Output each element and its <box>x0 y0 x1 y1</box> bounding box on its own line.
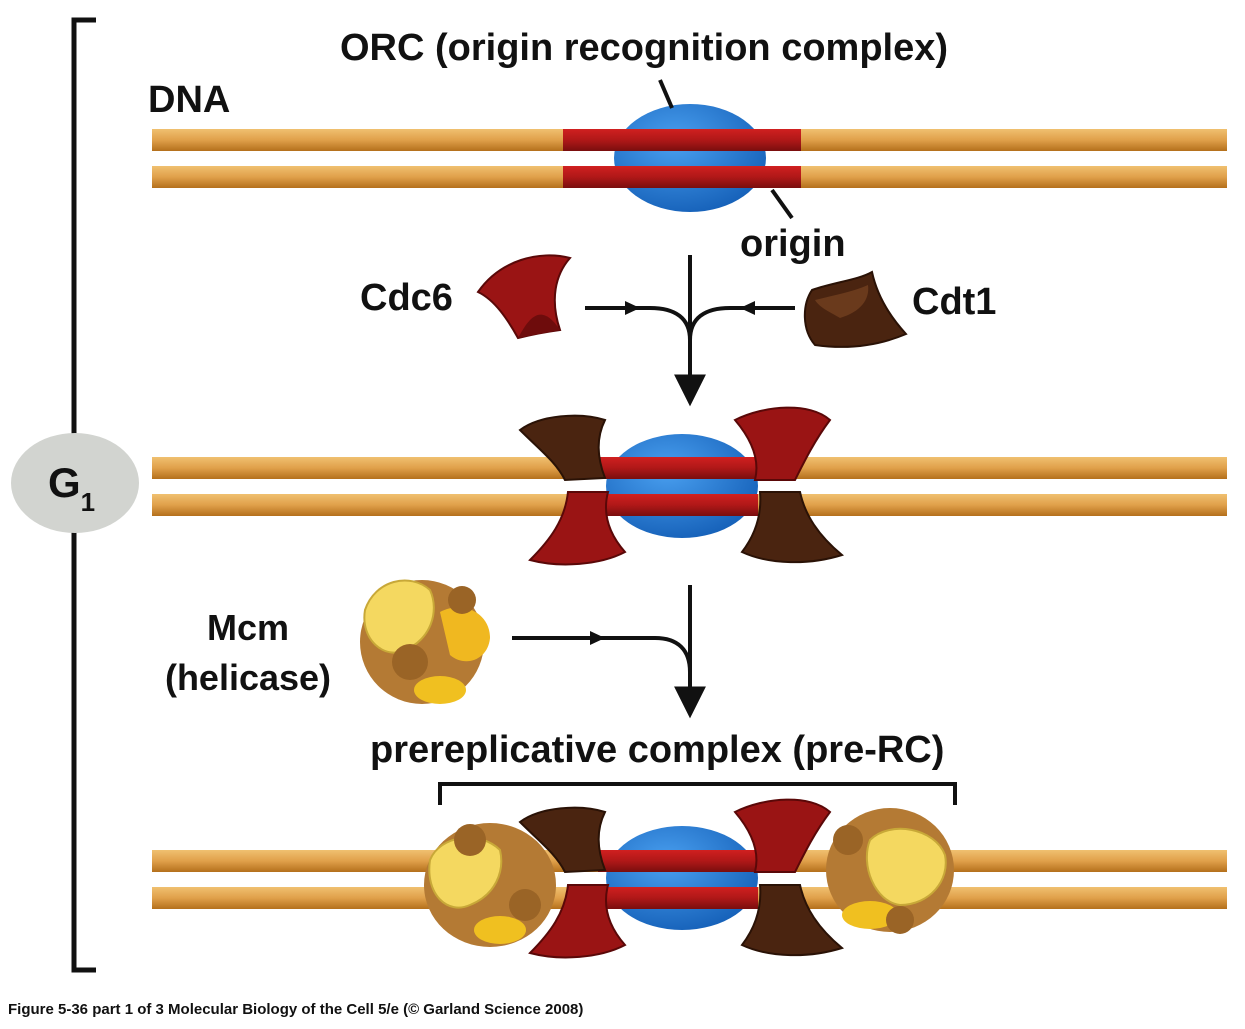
cdc6-protein <box>476 254 572 340</box>
cdc6-lower-left <box>528 491 627 566</box>
phase-bubble <box>11 433 139 533</box>
mcm-left <box>424 823 556 947</box>
row-prerc <box>152 798 1227 959</box>
figure-caption: Figure 5-36 part 1 of 3 Molecular Biolog… <box>8 1001 583 1018</box>
cdc6-label: Cdc6 <box>360 277 453 319</box>
cdc6-upper-right-3 <box>733 798 832 873</box>
origin-bottom-2 <box>598 494 758 516</box>
mcm-right <box>826 808 954 934</box>
dna-label: DNA <box>148 79 230 121</box>
orc-leader-line <box>658 79 674 109</box>
origin-bottom-3 <box>598 887 758 909</box>
cdt1-upper-left-3 <box>518 806 607 874</box>
cdc6-lower-left-3 <box>528 884 627 959</box>
join-arrows-1 <box>585 255 795 407</box>
phase-badge: G1 <box>11 433 139 533</box>
cdt1-lower-right <box>740 491 845 564</box>
cdt1-lower-right-3 <box>740 884 845 957</box>
mcm-label: Mcm <box>207 607 289 648</box>
orc-protein-3 <box>606 826 758 930</box>
prerc-label: prereplicative complex (pre-RC) <box>370 729 944 771</box>
origin-top-3 <box>598 850 758 872</box>
origin-label: origin <box>740 223 846 265</box>
origin-segment-top <box>563 129 801 151</box>
cdc6-upper-right <box>733 406 832 481</box>
mcm-protein <box>360 579 490 704</box>
row-orc-loaded <box>152 406 1227 566</box>
phase-label: G1 <box>48 459 95 517</box>
orc-protein-2 <box>606 434 758 538</box>
join-arrows-2 <box>512 585 706 719</box>
cdt1-label: Cdt1 <box>912 281 996 323</box>
origin-segment-bottom <box>563 166 801 188</box>
row-dna-orc <box>152 79 1227 220</box>
orc-protein <box>614 104 766 212</box>
cdt1-upper-left <box>518 414 607 482</box>
origin-top-2 <box>598 457 758 479</box>
cdt1-protein <box>803 270 908 348</box>
origin-leader-line <box>770 188 794 220</box>
orc-label: ORC (origin recognition complex) <box>340 27 948 69</box>
mcm-sublabel: (helicase) <box>165 657 331 698</box>
phase-subscript: 1 <box>81 487 95 517</box>
prerc-bracket <box>438 782 957 805</box>
